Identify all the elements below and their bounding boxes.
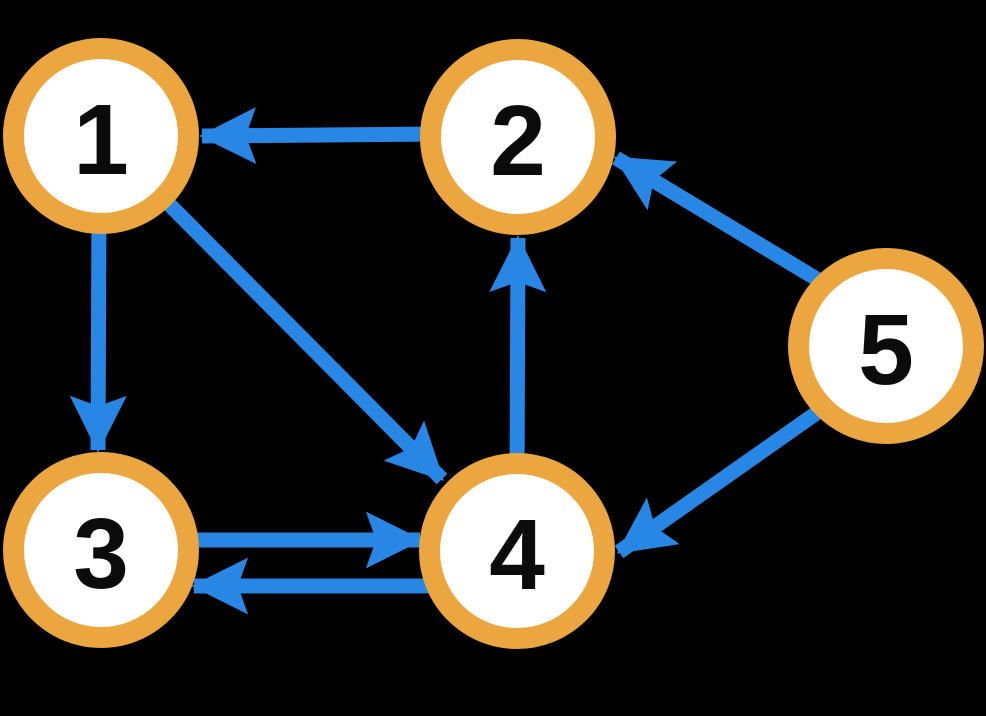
node-2-label: 2 (490, 85, 546, 197)
edge-2-1 (199, 107, 441, 165)
edge-5-4 (614, 393, 840, 559)
node-3-label: 3 (73, 498, 129, 610)
edge-4-2 (489, 235, 547, 481)
edge-1-4 (144, 179, 448, 485)
node-4-label: 4 (489, 499, 545, 611)
node-1-label: 1 (73, 84, 129, 196)
edge-1-3 (69, 209, 127, 453)
node-3-circle (3, 452, 199, 648)
node-2: 2 (420, 39, 616, 235)
edge-5-2 (612, 151, 834, 294)
node-2-circle (420, 39, 616, 235)
node-3: 3 (3, 452, 199, 648)
node-5-circle (788, 248, 984, 444)
node-5-label: 5 (858, 294, 914, 406)
node-4-circle (419, 453, 615, 649)
node-5: 5 (788, 248, 984, 444)
node-1-circle (3, 38, 199, 234)
node-4: 4 (419, 453, 615, 649)
node-1: 1 (3, 38, 199, 234)
